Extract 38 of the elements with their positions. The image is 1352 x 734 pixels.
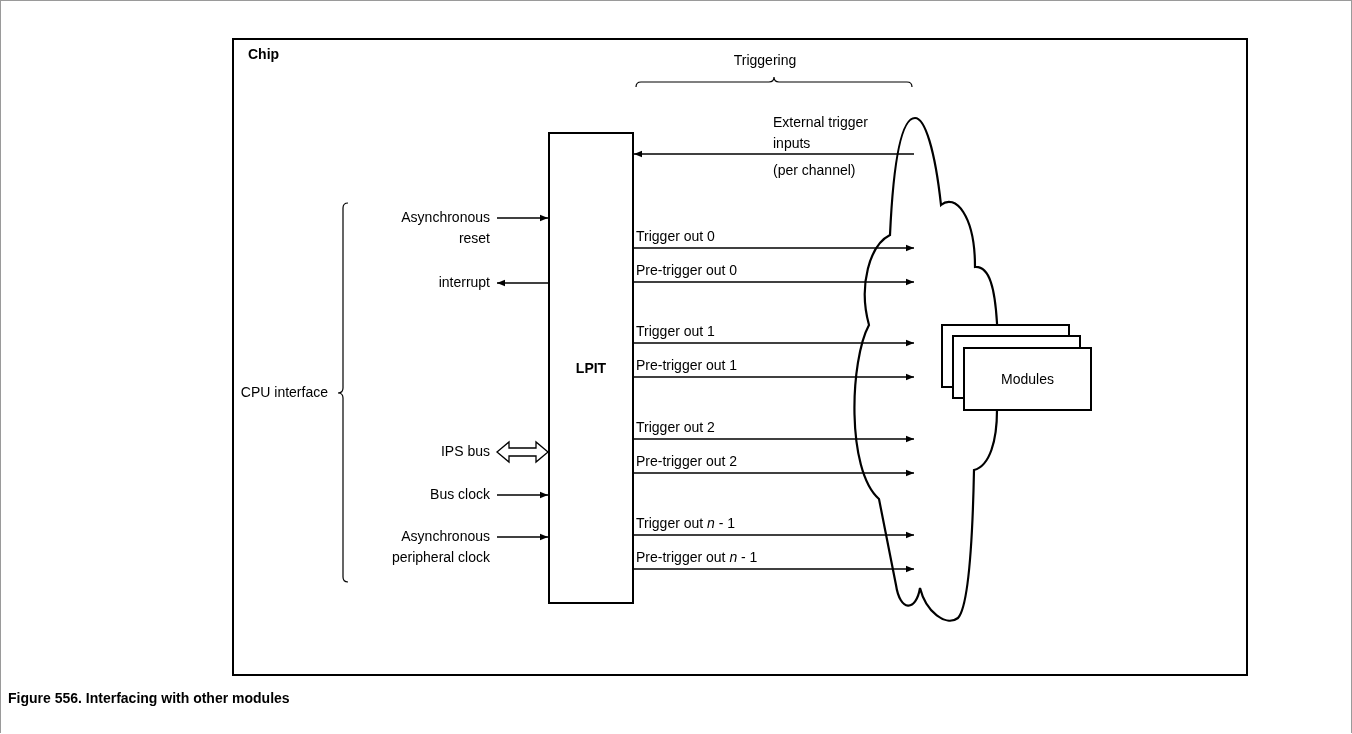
edge-label: External trigger inputs bbox=[773, 113, 869, 153]
edge-label: Trigger out 1 bbox=[636, 322, 715, 340]
signal-label: IPS bus bbox=[400, 441, 490, 462]
edge-label: Pre-trigger out 2 bbox=[636, 452, 738, 470]
edge-label: Pre-trigger out n - 1 bbox=[636, 548, 758, 566]
arrow bbox=[633, 531, 915, 539]
signal-label: interrupt bbox=[400, 272, 490, 293]
edge-label: Pre-trigger out 0 bbox=[636, 261, 738, 279]
chip-boundary bbox=[232, 38, 1248, 676]
edge-label: Trigger out 0 bbox=[636, 227, 715, 245]
arrow bbox=[633, 565, 915, 573]
signal-label: Asynchronous peripheral clock bbox=[340, 526, 490, 568]
arrow bbox=[633, 150, 915, 158]
figure-caption: Figure 556. Interfacing with other modules bbox=[8, 690, 290, 706]
arrow bbox=[633, 339, 915, 347]
double-arrow bbox=[496, 440, 549, 464]
arrow bbox=[633, 435, 915, 443]
brace-label: CPU interface bbox=[239, 383, 328, 402]
arrow bbox=[633, 244, 915, 252]
edge-label: Trigger out n - 1 bbox=[636, 514, 736, 532]
arrow bbox=[633, 469, 915, 477]
arrow bbox=[496, 533, 549, 541]
note-text: (per channel) bbox=[773, 161, 857, 180]
arrow bbox=[633, 278, 915, 286]
arrow bbox=[633, 373, 915, 381]
signal-label: Asynchronous reset bbox=[380, 207, 490, 249]
block-label: LPIT bbox=[575, 360, 607, 376]
signal-label: Bus clock bbox=[390, 484, 490, 505]
module-label: Modules bbox=[1001, 371, 1054, 387]
module-stack bbox=[941, 324, 1092, 411]
lpit-block bbox=[548, 132, 634, 604]
chip-title: Chip bbox=[248, 46, 280, 62]
arrow bbox=[496, 491, 549, 499]
edge-label: Trigger out 2 bbox=[636, 418, 715, 436]
arrow bbox=[496, 214, 549, 222]
edge-label: Pre-trigger out 1 bbox=[636, 356, 738, 374]
brace-label: Triggering bbox=[732, 51, 798, 70]
arrow bbox=[496, 279, 549, 287]
